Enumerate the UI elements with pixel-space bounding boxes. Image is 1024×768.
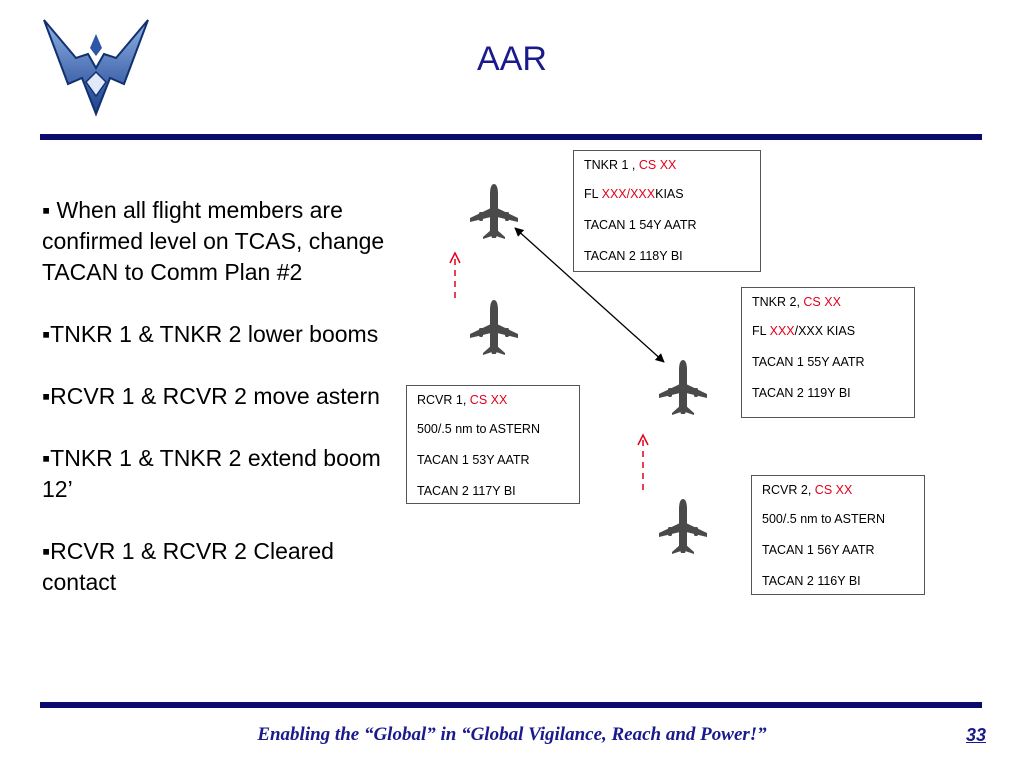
fl-label: FL xyxy=(752,324,770,338)
callsign-value: CS XX xyxy=(638,158,677,172)
rcvr1-callsign: RCVR 1, CS XX xyxy=(417,386,579,414)
rcvr2-tacan2: TACAN 2 116Y BI xyxy=(762,574,861,588)
rcvr1-tacan1: TACAN 1 53Y AATR xyxy=(417,453,530,467)
tnkr1-callsign: TNKR 1 , CS XX xyxy=(584,151,760,179)
tnkr2-flight-level: FL XXX/XXX KIAS xyxy=(752,316,914,347)
bullet-item: ▪ When all flight members are confirmed … xyxy=(42,197,385,285)
page-number: 33 xyxy=(965,725,986,745)
tnkr2-tacan2: TACAN 2 119Y BI xyxy=(752,386,851,400)
bullet-list: ▪ When all flight members are confirmed … xyxy=(42,195,402,629)
bullet-item: ▪TNKR 1 & TNKR 2 lower booms xyxy=(42,321,379,347)
callsign-value: CS XX xyxy=(469,393,508,407)
rcvr1-airplane-icon xyxy=(470,300,518,355)
bullet-item: ▪RCVR 1 & RCVR 2 Cleared contact xyxy=(42,538,334,595)
tnkr2-airplane-icon xyxy=(659,360,707,415)
tnkr1-flight-level: FL XXX/XXXKIAS xyxy=(584,179,760,210)
rcvr1-position: 500/.5 nm to ASTERN xyxy=(417,422,540,436)
bullet-item: ▪RCVR 1 & RCVR 2 move astern xyxy=(42,383,380,409)
bullet-item: ▪TNKR 1 & TNKR 2 extend boom 12’ xyxy=(42,445,381,502)
rcvr2-info-box: RCVR 2, CS XX 500/.5 nm to ASTERN TACAN … xyxy=(751,475,925,595)
callsign-label: TNKR 1 , xyxy=(584,158,639,172)
tnkr1-tacan1: TACAN 1 54Y AATR xyxy=(584,218,697,232)
callsign-value: CS XX xyxy=(803,295,841,309)
fl-suffix: /XXX KIAS xyxy=(794,324,856,338)
rcvr2-callsign: RCVR 2, CS XX xyxy=(762,476,924,504)
tnkr1-airplane-icon xyxy=(470,184,518,239)
fl-label: FL xyxy=(584,187,602,201)
rcvr1-tacan2: TACAN 2 117Y BI xyxy=(417,484,516,498)
tnkr2-callsign: TNKR 2, CS XX xyxy=(752,288,914,316)
rcvr2-airplane-icon xyxy=(659,499,707,554)
rcvr2-position: 500/.5 nm to ASTERN xyxy=(762,512,885,526)
move-up-arrow-rcvr2 xyxy=(637,433,649,490)
callsign-label: RCVR 2, xyxy=(762,483,815,497)
air-force-logo xyxy=(43,19,149,117)
callsign-label: RCVR 1, xyxy=(417,393,470,407)
tnkr2-info-box: TNKR 2, CS XX FL XXX/XXX KIAS TACAN 1 55… xyxy=(741,287,915,418)
tnkr1-tacan2: TACAN 2 118Y BI xyxy=(584,249,683,263)
tnkr1-info-box: TNKR 1 , CS XX FL XXX/XXXKIAS TACAN 1 54… xyxy=(573,150,761,272)
footer-slogan: Enabling the “Global” in “Global Vigilan… xyxy=(257,724,767,745)
top-divider xyxy=(40,134,982,140)
tnkr2-tacan1: TACAN 1 55Y AATR xyxy=(752,355,865,369)
slide-title: AAR xyxy=(477,40,547,78)
callsign-label: TNKR 2, xyxy=(752,295,804,309)
fl-suffix: KIAS xyxy=(655,187,684,201)
move-up-arrow-rcvr1 xyxy=(449,251,461,298)
callsign-value: CS XX xyxy=(814,483,853,497)
fl-value: XXX/XXX xyxy=(601,187,656,201)
rcvr2-tacan1: TACAN 1 56Y AATR xyxy=(762,543,875,557)
rcvr1-info-box: RCVR 1, CS XX 500/.5 nm to ASTERN TACAN … xyxy=(406,385,580,504)
fl-value: XXX xyxy=(769,324,795,338)
bottom-divider xyxy=(40,702,982,708)
